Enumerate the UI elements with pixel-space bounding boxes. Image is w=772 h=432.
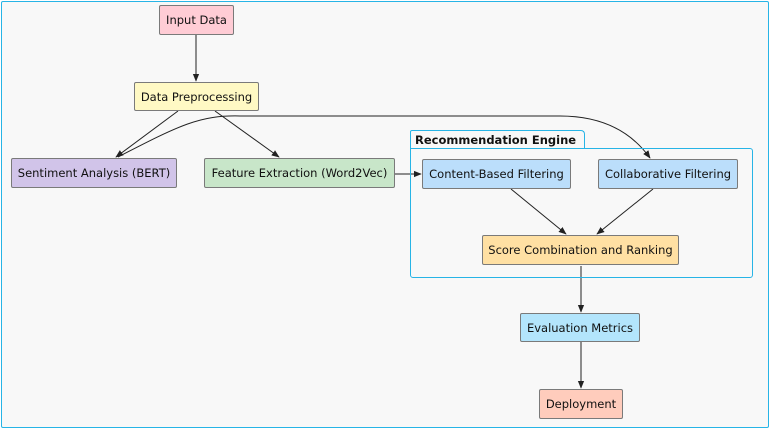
node-score-combination[interactable]: Score Combination and Ranking [482, 235, 679, 265]
edge-collaborative-to-score [596, 188, 654, 235]
edge-preprocessing-to-sentiment [115, 110, 179, 158]
edge-sentiment-to-collaborative [117, 115, 651, 159]
edge-content-to-score [510, 188, 567, 235]
node-sentiment-analysis[interactable]: Sentiment Analysis (BERT) [11, 158, 177, 188]
node-deployment[interactable]: Deployment [539, 389, 623, 419]
edge-preprocessing-to-feature [214, 110, 280, 158]
recommendation-engine-package-label: Recommendation Engine [410, 130, 586, 149]
node-content-based-filtering[interactable]: Content-Based Filtering [422, 159, 571, 189]
node-collaborative-filtering[interactable]: Collaborative Filtering [598, 159, 738, 189]
node-data-preprocessing[interactable]: Data Preprocessing [134, 82, 259, 111]
node-feature-extraction[interactable]: Feature Extraction (Word2Vec) [204, 158, 395, 188]
node-input-data[interactable]: Input Data [159, 5, 234, 35]
node-evaluation-metrics[interactable]: Evaluation Metrics [520, 313, 640, 342]
recommendation-engine-package [410, 148, 753, 278]
